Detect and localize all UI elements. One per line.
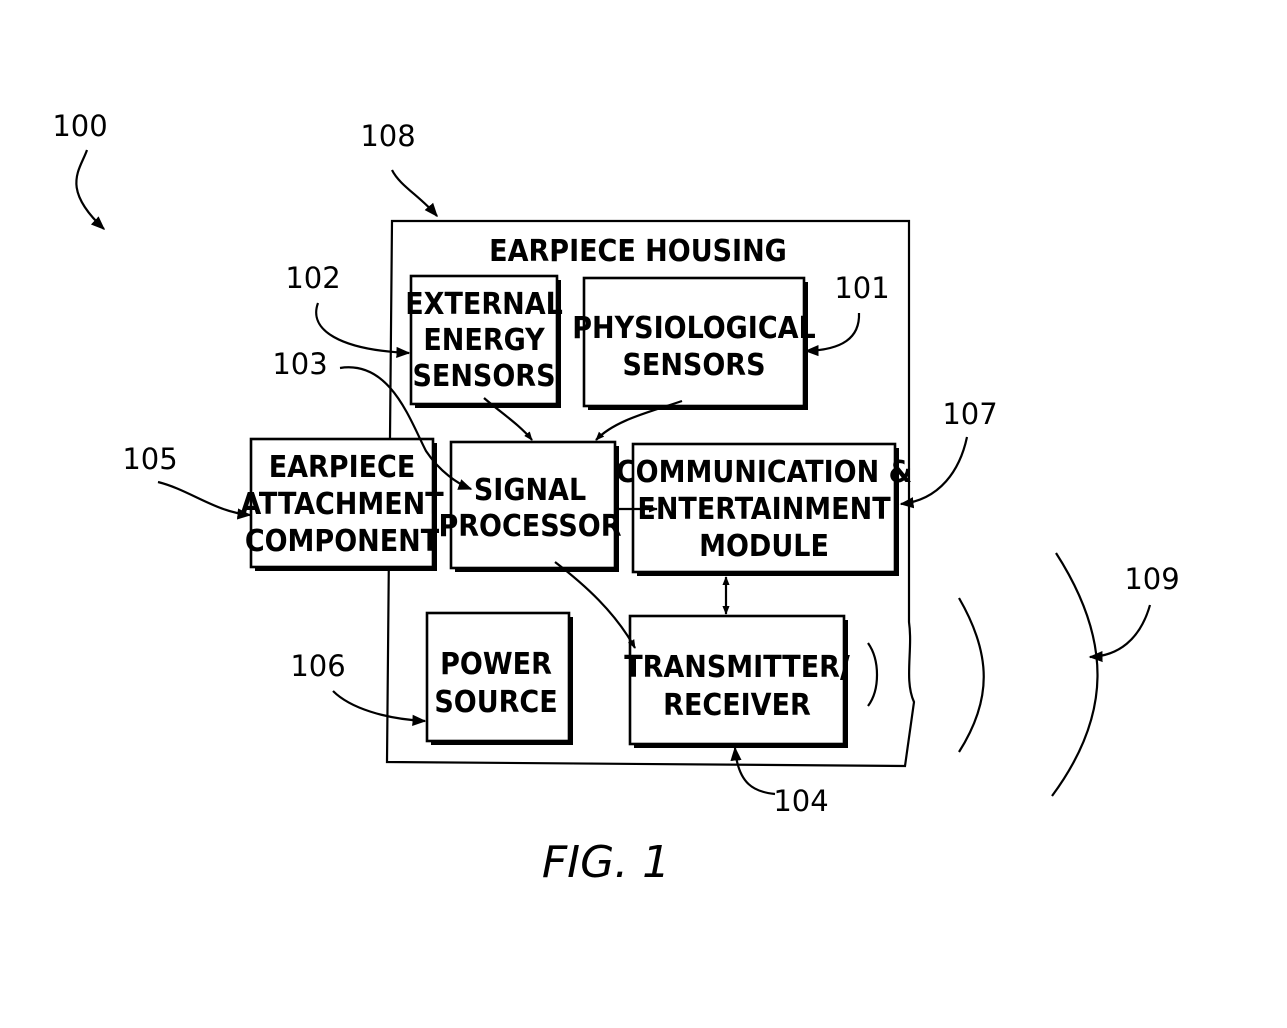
leader-109 — [1090, 605, 1150, 657]
power-line-2: SOURCE — [434, 685, 557, 720]
signal-line-2: PROCESSOR — [438, 509, 621, 544]
ref-103: 103 — [272, 347, 327, 381]
ref-105: 105 — [122, 442, 177, 476]
attach-line-2: ATTACHMENT — [240, 487, 444, 522]
physiological-sensors-block: PHYSIOLOGICAL SENSORS — [572, 278, 815, 410]
leader-108 — [392, 170, 437, 216]
trx-line-1: TRANSMITTER/ — [624, 650, 850, 685]
power-line-1: POWER — [440, 647, 552, 682]
leader-106 — [333, 691, 425, 721]
external-line-2: ENERGY — [423, 323, 545, 358]
ref-102: 102 — [285, 261, 340, 295]
comm-line-2: ENTERTAINMENT — [637, 492, 891, 527]
ref-107: 107 — [942, 397, 997, 431]
trx-line-2: RECEIVER — [663, 688, 811, 723]
leader-102 — [316, 303, 409, 353]
attach-line-3: COMPONENT — [245, 524, 440, 559]
power-source-block: POWER SOURCE — [427, 613, 573, 745]
comm-line-3: MODULE — [699, 529, 829, 564]
leader-105 — [158, 482, 250, 515]
housing-title: EARPIECE HOUSING — [489, 234, 787, 269]
communication-module-block: COMMUNICATION & ENTERTAINMENT MODULE — [616, 444, 912, 576]
attach-line-1: EARPIECE — [269, 450, 416, 485]
figure-label: FIG. 1 — [542, 837, 670, 888]
ref-108: 108 — [360, 119, 415, 153]
external-energy-sensors-block: EXTERNAL ENERGY SENSORS — [405, 276, 563, 408]
ref-101: 101 — [834, 271, 889, 305]
wave-arc-1 — [868, 643, 877, 706]
transmitter-receiver-block: TRANSMITTER/ RECEIVER — [624, 616, 850, 748]
external-line-1: EXTERNAL — [405, 287, 563, 322]
signal-line-1: SIGNAL — [474, 473, 586, 508]
comm-line-1: COMMUNICATION & — [616, 455, 912, 490]
ref-106: 106 — [290, 649, 345, 683]
physio-line-2: SENSORS — [622, 348, 765, 383]
leader-100 — [76, 150, 104, 229]
wave-arc-3 — [1052, 553, 1098, 796]
signal-processor-block: SIGNAL PROCESSOR — [438, 442, 621, 572]
wireless-waves — [868, 553, 1098, 796]
leader-104 — [735, 748, 775, 794]
external-line-3: SENSORS — [412, 359, 555, 394]
ref-100: 100 — [52, 109, 107, 143]
wave-arc-2 — [959, 598, 984, 752]
physio-line-1: PHYSIOLOGICAL — [572, 311, 815, 346]
ref-109: 109 — [1124, 562, 1179, 596]
attachment-component-block: EARPIECE ATTACHMENT COMPONENT — [240, 439, 444, 571]
ref-104: 104 — [773, 784, 828, 818]
